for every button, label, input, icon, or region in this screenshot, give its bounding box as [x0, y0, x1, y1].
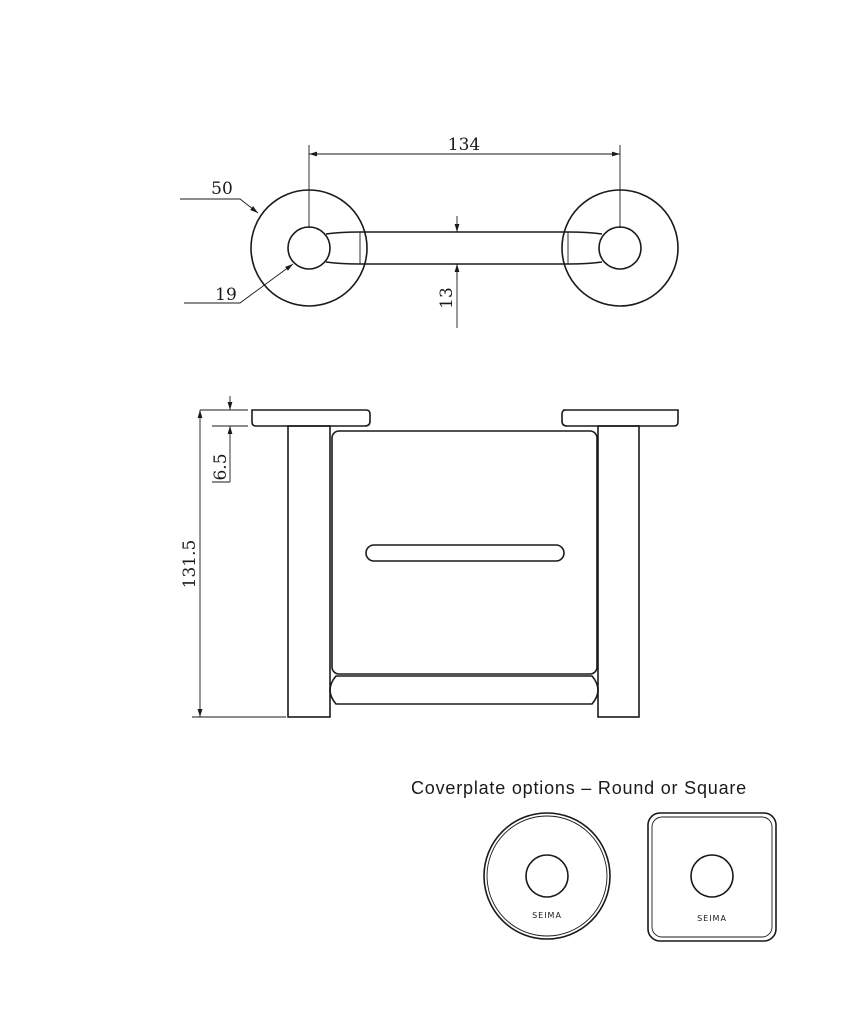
dim-13-label: 13 [437, 287, 457, 309]
left-post [287, 425, 331, 718]
dim-19-leader [184, 263, 294, 304]
top-view: 134 50 19 13 [180, 135, 679, 328]
dim-50-leader [180, 198, 259, 214]
square-coverplate-brand: SEIMA [697, 914, 727, 923]
rail-top [325, 231, 603, 235]
rail-bottom [325, 261, 603, 265]
holder-plate [331, 430, 598, 675]
dim-134-label: 134 [448, 135, 480, 155]
round-coverplate-brand: SEIMA [532, 911, 562, 920]
slot [365, 544, 565, 562]
right-cap [561, 409, 679, 427]
square-coverplate: SEIMA [647, 812, 777, 942]
coverplate-options: Coverplate options – Round or Square SEI… [411, 778, 777, 942]
round-coverplate: SEIMA [483, 812, 611, 940]
dim-19-label: 19 [215, 285, 237, 305]
right-post [597, 425, 640, 718]
dim-6-5-label: 6.5 [211, 453, 231, 480]
front-view: 6.5 131.5 [180, 396, 679, 718]
bottom-rail [329, 675, 599, 705]
dim-50-label: 50 [211, 179, 233, 199]
coverplate-heading: Coverplate options – Round or Square [411, 778, 747, 798]
left-cap [251, 409, 371, 427]
dim-131-5-label: 131.5 [180, 540, 200, 589]
